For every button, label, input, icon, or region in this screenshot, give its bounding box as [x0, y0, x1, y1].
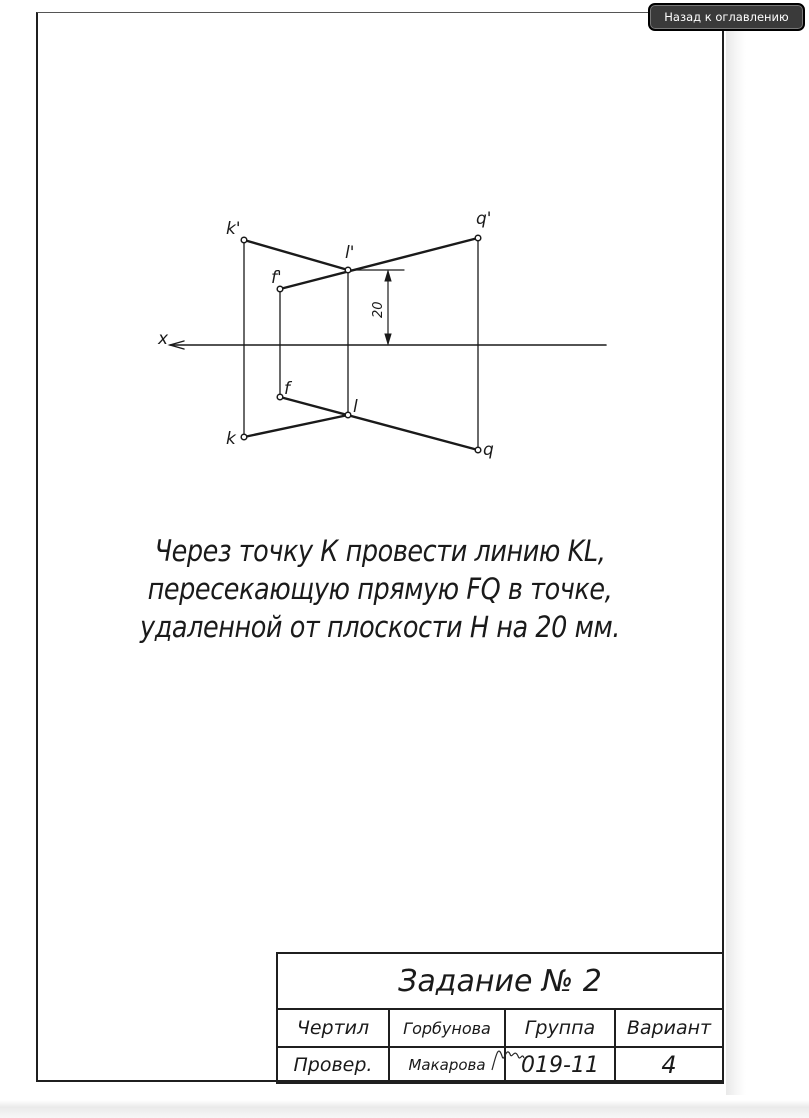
line-k-prime-l-prime: [242, 238, 350, 272]
label-l: l: [353, 397, 358, 417]
line-f-prime-q-prime: [278, 236, 480, 291]
task-statement: Через точку К провести линию KL, пересек…: [125, 532, 635, 646]
dimension-value-label: 20: [371, 301, 386, 318]
back-to-contents-button[interactable]: Назад к оглавлению: [648, 3, 805, 31]
point-l: [344, 411, 352, 419]
checked-label: Провер.: [293, 1054, 373, 1076]
group-value: 019-11: [521, 1052, 599, 1078]
label-l-prime: l': [345, 243, 354, 263]
sheet-shadow-bottom: [0, 1100, 809, 1118]
label-k: k: [226, 429, 237, 449]
label-f: f: [284, 379, 293, 399]
task-line-3: удаленной от плоскости Н на 20 мм.: [140, 610, 620, 644]
line-f-q: [278, 395, 480, 452]
point-l-prime: [344, 266, 352, 274]
drew-label: Чертил: [296, 1017, 370, 1039]
point-k-prime: [240, 236, 248, 244]
point-f: [276, 393, 284, 401]
group-label: Группа: [524, 1017, 596, 1039]
point-k: [240, 433, 248, 441]
signature-icon: [491, 1050, 525, 1071]
task-line-1: Через точку К провести линию KL,: [154, 534, 606, 568]
label-f-prime: f': [271, 268, 282, 288]
point-q-prime: [474, 234, 482, 242]
line-k-l: [242, 413, 350, 439]
assignment-title: Задание № 2: [278, 954, 722, 1010]
title-block-divider: [278, 1046, 722, 1048]
task-line-2: пересекающую прямую FQ в точке,: [147, 572, 613, 606]
label-q: q: [483, 440, 494, 460]
title-block: Задание № 2 Чертил Горбунова Группа Вари…: [276, 952, 724, 1084]
dimension-arrow-top-icon: [384, 269, 392, 282]
drew-name: Горбунова: [403, 1018, 491, 1038]
x-axis-arrow-icon: [167, 340, 185, 350]
label-q-prime: q': [476, 209, 491, 229]
label-k-prime: k': [226, 219, 241, 239]
dimension-arrow-bottom-icon: [384, 333, 392, 346]
drawing-frame: [36, 12, 724, 1082]
variant-value: 4: [661, 1051, 677, 1079]
point-f-prime: [276, 285, 284, 293]
axis-x-label: x: [157, 329, 169, 349]
point-q: [474, 446, 482, 454]
sheet-shadow-right: [726, 30, 746, 1095]
checked-name: Макарова: [408, 1056, 486, 1074]
variant-label: Вариант: [626, 1017, 712, 1039]
